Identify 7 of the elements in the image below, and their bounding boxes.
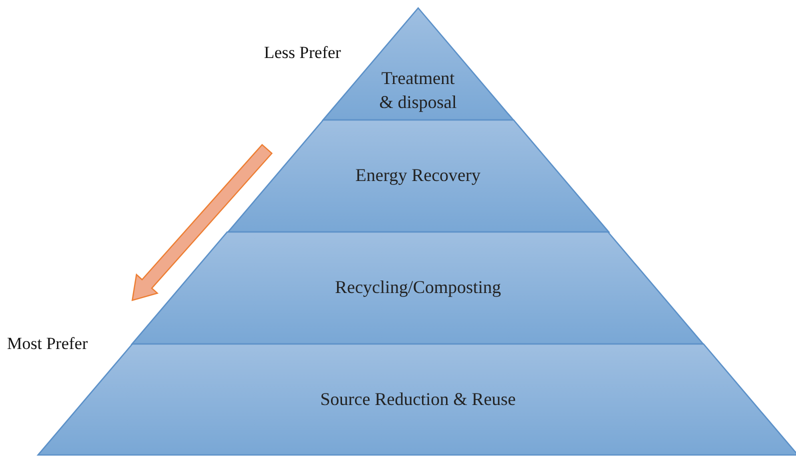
tier-label: Source Reduction & Reuse xyxy=(320,388,516,411)
preference-label: Most Prefer xyxy=(7,334,88,354)
preference-label: Less Prefer xyxy=(264,43,341,63)
tier-label: Recycling/Composting xyxy=(334,276,501,300)
tier-label: Energy Recovery xyxy=(355,164,481,188)
tier-label: Treatment & disposal xyxy=(378,67,458,114)
block-arrow xyxy=(132,144,273,302)
